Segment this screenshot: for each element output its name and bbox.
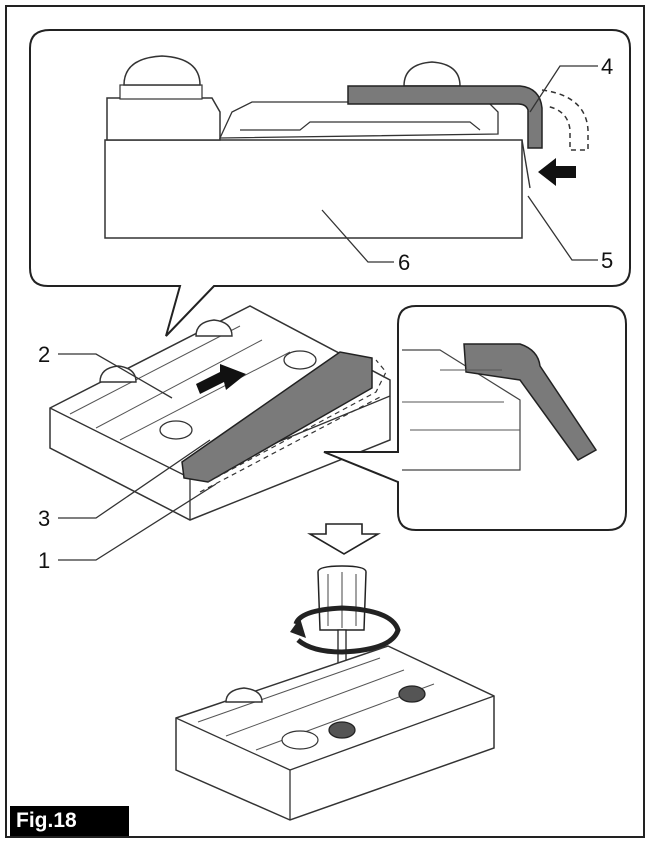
leader-4 (529, 65, 598, 113)
left-screw-neck (119, 84, 203, 100)
push-arrow-icon (196, 364, 246, 394)
guide-plate-part (347, 85, 543, 149)
leader-1 (58, 483, 217, 561)
zoom-callout-bubble (323, 305, 627, 531)
zoom-slider-part (463, 343, 598, 461)
rail-inner (240, 121, 481, 131)
zoom-rail-lines (402, 369, 520, 431)
base-block (104, 139, 523, 239)
slider-dashed-outline (199, 359, 387, 493)
callout-4: 4 (601, 54, 613, 79)
leader-6 (321, 209, 394, 263)
down-arrow-icon (307, 523, 381, 555)
push-arrow-icon (538, 158, 576, 186)
rotate-arrow-icon (293, 605, 401, 655)
left-screw-head (123, 55, 201, 86)
leader-3 (58, 439, 211, 519)
callout-6: 6 (398, 250, 410, 275)
page-border (5, 5, 645, 838)
figure-label: Fig.18 (10, 806, 129, 836)
leader-2 (58, 353, 173, 399)
edge-line (521, 139, 531, 189)
zoom-base (402, 349, 521, 471)
slider-part (181, 351, 373, 483)
callout-3: 3 (38, 506, 50, 531)
callout-2: 2 (38, 342, 50, 367)
bottom-assembly (175, 645, 495, 821)
right-screw-head (403, 61, 461, 87)
rotate-arrow-icon (290, 618, 306, 638)
left-clamp-block (106, 97, 221, 141)
leader-5 (527, 195, 598, 261)
middle-assembly (49, 305, 391, 521)
guide-plate-alt-position (541, 89, 589, 151)
callout-1: 1 (38, 548, 50, 573)
callout-5: 5 (601, 248, 613, 273)
rail-plate (218, 101, 499, 139)
